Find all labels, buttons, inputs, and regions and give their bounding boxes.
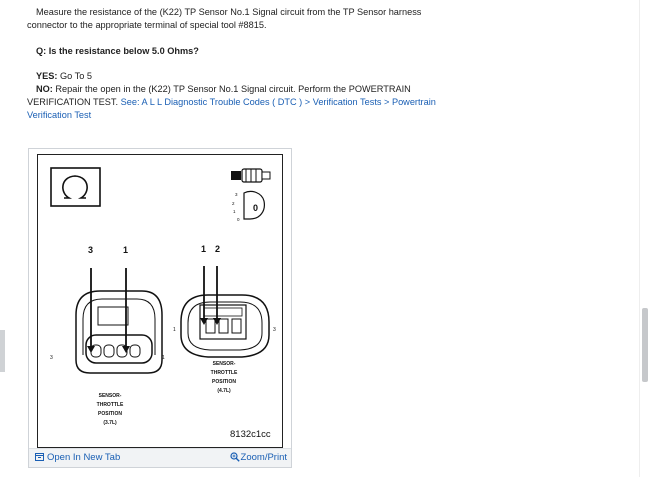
question: Q: Is the resistance below 5.0 Ohms? (27, 45, 447, 58)
dial-mark-3: 3 (235, 192, 238, 197)
zoom-print-label: Zoom/Print (240, 452, 287, 463)
no-text: Repair the open in the (K22) TP Sensor N… (27, 84, 411, 107)
zoom-icon (229, 452, 240, 463)
left-pin-3: 3 (88, 245, 93, 255)
zoom-print-button[interactable]: Zoom/Print (229, 452, 287, 463)
figure-code: 8132c1cc (230, 429, 271, 440)
dial-mark-1: 1 (233, 209, 236, 214)
instructions: Measure the resistance of the (K22) TP S… (27, 6, 447, 122)
open-in-new-tab-button[interactable]: Open In New Tab (35, 452, 120, 463)
right-connector: 1 2 1 3 SENSOR- THROTTLE POSITION (4.7L) (173, 244, 276, 394)
left-pin-1: 1 (123, 245, 128, 255)
right-label-3: POSITION (212, 379, 236, 385)
left-side-1: 1 (162, 355, 165, 361)
right-side-1: 1 (173, 327, 176, 333)
probe-icon (231, 168, 271, 183)
left-scroll-handle[interactable] (0, 330, 5, 372)
ohm-icon (50, 167, 101, 207)
open-in-new-tab-label: Open In New Tab (47, 452, 121, 463)
connector-diagram[interactable]: 0 3 2 1 0 3 1 (37, 154, 283, 448)
vertical-scrollbar[interactable] (639, 0, 650, 477)
no-answer: NO: Repair the open in the (K22) TP Sens… (27, 83, 447, 121)
right-pin-2: 2 (215, 244, 220, 254)
no-label: NO: (36, 84, 53, 95)
scrollbar-thumb[interactable] (642, 308, 648, 382)
right-label-4: (4.7L) (217, 388, 231, 394)
figure-toolbar: Open In New Tab Zoom/Print (29, 448, 291, 467)
right-label-1: SENSOR- (213, 361, 236, 367)
dial-mark-0: 0 (253, 203, 258, 213)
dial-mark-00: 0 (237, 217, 240, 222)
left-label-4: (3.7L) (103, 420, 117, 426)
diagram-figure: 0 3 2 1 0 3 1 (28, 148, 292, 468)
left-label-2: THROTTLE (97, 402, 124, 408)
left-label-3: POSITION (98, 411, 122, 417)
yes-answer: YES: Go To 5 (27, 70, 447, 83)
right-pin-1: 1 (201, 244, 206, 254)
dial-icon: 0 3 2 1 0 (232, 190, 265, 222)
left-label-1: SENSOR- (99, 393, 122, 399)
measure-text: Measure the resistance of the (K22) TP S… (27, 7, 422, 30)
right-side-3: 3 (273, 327, 276, 333)
left-side-3: 3 (50, 355, 53, 361)
measure-step: Measure the resistance of the (K22) TP S… (27, 6, 447, 32)
verification-test-link[interactable]: See: A L L Diagnostic Trouble Codes ( DT… (27, 96, 436, 120)
dial-mark-2: 2 (232, 201, 235, 206)
yes-label: YES: (36, 71, 58, 82)
left-connector: 3 1 3 1 SENSOR- THROTTLE POSITION (3.7L) (50, 245, 165, 426)
right-label-2: THROTTLE (211, 370, 238, 376)
new-tab-icon (35, 453, 44, 462)
yes-text: Go To 5 (60, 71, 93, 82)
question-text: Q: Is the resistance below 5.0 Ohms? (36, 45, 199, 56)
